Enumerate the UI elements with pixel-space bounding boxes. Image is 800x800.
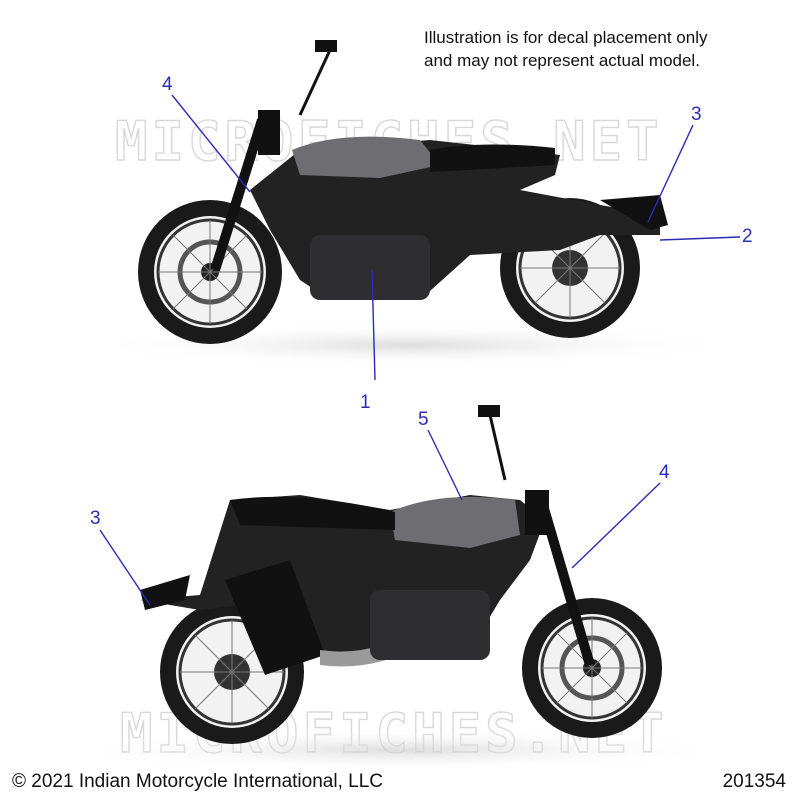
callout-top-4: 4 [162,74,173,95]
callout-bottom-4: 4 [659,462,670,483]
motorcycle-top-view [80,40,740,367]
front-wheel-top [138,200,282,344]
callout-top-2: 2 [742,226,753,247]
placement-note: Illustration is for decal placement only… [424,26,784,72]
leader-bottom-4 [571,482,661,569]
motorcycle-bottom-view [60,405,740,772]
callout-top-1: 1 [360,392,371,413]
leader-lines [99,94,741,606]
figure-number: 201354 [722,771,786,792]
leader-top-3 [647,124,694,223]
callout-bottom-3: 3 [90,508,101,529]
leader-bottom-3 [99,529,151,606]
leader-top-2 [659,236,741,241]
placement-note-line-2: and may not represent actual model. [424,51,700,70]
copyright-notice: © 2021 Indian Motorcycle International, … [12,771,383,792]
leader-top-4 [171,94,251,193]
front-wheel-bottom [522,598,662,738]
leader-top-1 [371,269,376,381]
callout-top-3: 3 [691,104,702,125]
leader-bottom-5 [427,429,463,501]
placement-note-line-1: Illustration is for decal placement only [424,28,708,47]
callout-bottom-5: 5 [418,409,429,430]
